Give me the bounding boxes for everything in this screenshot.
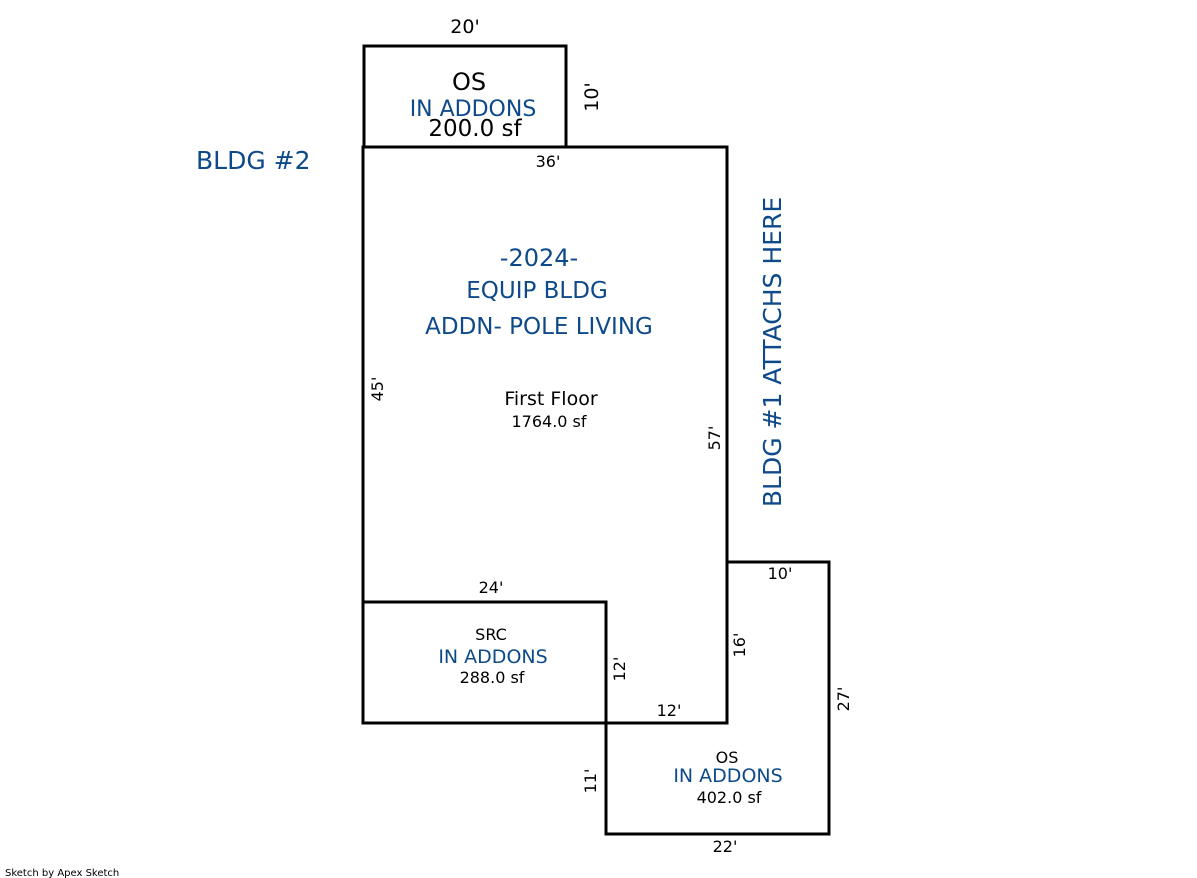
- os-top-dim-top: 20': [450, 16, 479, 38]
- main-dim-left: 45': [368, 377, 387, 402]
- os-top-name: OS: [452, 68, 486, 96]
- os-bottom-note: IN ADDONS: [673, 765, 782, 787]
- main-area: 1764.0 sf: [511, 412, 586, 431]
- main-dim-right: 57': [705, 426, 724, 451]
- os-bottom-outline: [604, 560, 831, 836]
- os-bottom-dim-bottom: 22': [713, 837, 738, 856]
- os-bottom-dim-inner-left: 16': [730, 633, 749, 658]
- main-name: First Floor: [504, 388, 597, 410]
- src-dim-right: 12': [610, 657, 629, 682]
- src-note: IN ADDONS: [438, 646, 547, 668]
- os-bottom-dim-top: 10': [768, 564, 793, 583]
- main-line2: ADDN- POLE LIVING: [425, 314, 653, 340]
- src-name: SRC: [475, 625, 507, 644]
- os-top-area: 200.0 sf: [428, 116, 522, 142]
- src-outline: [361, 600, 608, 725]
- os-bottom-dim-right: 27': [834, 687, 853, 712]
- os-top-dim-right: 10': [581, 82, 603, 111]
- bldg1-attach-label: BLDG #1 ATTACHS HERE: [758, 197, 787, 507]
- os-top-note: IN ADDONS: [410, 97, 537, 122]
- os-bottom-area: 402.0 sf: [697, 788, 762, 807]
- os-bottom-name: OS: [716, 748, 739, 767]
- src-dim-top: 24': [479, 578, 504, 597]
- main-year: -2024-: [500, 244, 578, 272]
- main-floor-outline: [361, 145, 729, 725]
- main-dim-bottom: 12': [657, 701, 682, 720]
- bldg2-label: BLDG #2: [196, 146, 311, 175]
- os-bottom-dim-left: 11': [581, 769, 600, 794]
- main-dim-top: 36': [536, 152, 561, 171]
- src-area: 288.0 sf: [460, 668, 525, 687]
- footer-credit: Sketch by Apex Sketch: [5, 868, 119, 878]
- main-line1: EQUIP BLDG: [466, 278, 608, 304]
